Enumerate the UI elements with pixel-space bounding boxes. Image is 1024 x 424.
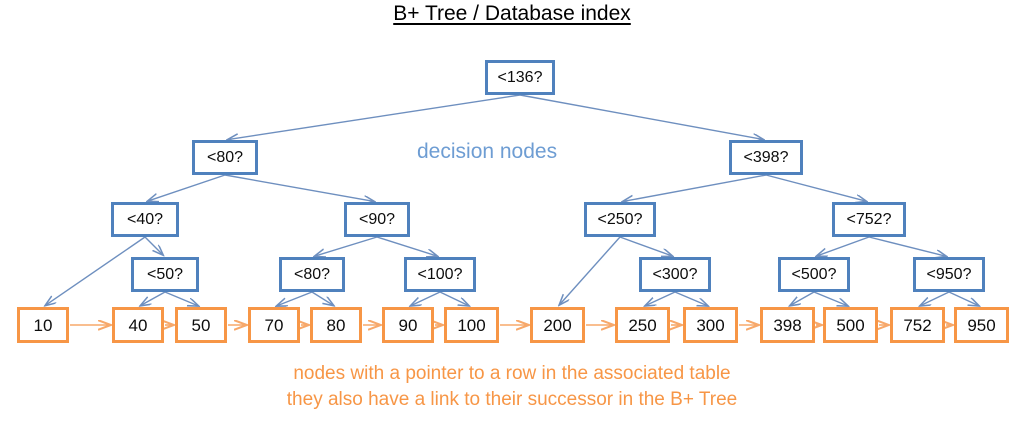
edge-n500-to-l500 xyxy=(813,291,848,306)
leaf-node-l500[interactable]: 500 xyxy=(823,307,878,343)
decision-node-n100[interactable]: <100? xyxy=(404,257,476,292)
edge-n250-to-n300 xyxy=(619,236,672,256)
decision-nodes-label: decision nodes xyxy=(417,140,558,163)
edge-n90-to-n100 xyxy=(376,236,437,256)
leaf-node-label: 950 xyxy=(967,315,996,335)
leaf-node-l40[interactable]: 40 xyxy=(112,307,164,343)
edge-n300-to-l300 xyxy=(674,291,708,306)
decision-node-n300[interactable]: <300? xyxy=(639,257,711,292)
decision-node-label: <300? xyxy=(652,265,698,283)
edge-n40-to-n50 xyxy=(144,236,163,255)
edge-n50-to-l50 xyxy=(164,291,198,306)
leaf-node-label: 200 xyxy=(543,315,572,335)
edge-n80a-to-n40 xyxy=(148,174,226,201)
leaf-node-l200[interactable]: 200 xyxy=(530,307,585,343)
edge-n100-to-l100 xyxy=(439,291,469,306)
edge-n90-to-n80b xyxy=(315,236,378,256)
decision-node-n500[interactable]: <500? xyxy=(778,257,850,292)
leaf-node-l70[interactable]: 70 xyxy=(248,307,300,343)
decision-node-label: <50? xyxy=(146,265,184,283)
leaf-node-l100[interactable]: 100 xyxy=(444,307,499,343)
edge-n50-to-l40 xyxy=(141,291,166,306)
leaf-node-l398[interactable]: 398 xyxy=(760,307,815,343)
leaf-node-label: 250 xyxy=(628,315,657,335)
leaf-node-label: 10 xyxy=(33,315,53,335)
edge-n80b-to-l70 xyxy=(277,291,313,306)
leaf-node-label: 40 xyxy=(128,315,148,335)
leaf-node-label: 500 xyxy=(836,315,865,335)
leaf-node-label: 90 xyxy=(398,315,418,335)
leaf-node-l50[interactable]: 50 xyxy=(175,307,227,343)
decision-node-n398[interactable]: <398? xyxy=(729,140,803,175)
edge-n950-to-l752 xyxy=(920,291,950,306)
edge-n752-to-n500 xyxy=(817,236,870,256)
decision-node-label: <950? xyxy=(926,265,972,283)
leaf-node-label: 80 xyxy=(326,315,346,335)
leaf-node-l752[interactable]: 752 xyxy=(890,307,945,343)
leaf-node-label: 752 xyxy=(903,315,932,335)
caption-line-1: nodes with a pointer to a row in the ass… xyxy=(293,363,731,384)
edge-n80a-to-n90 xyxy=(224,174,374,201)
edge-n950-to-l950 xyxy=(948,291,979,306)
decision-node-label: <40? xyxy=(126,210,164,228)
edge-n300-to-l250 xyxy=(645,291,676,306)
leaf-node-label: 50 xyxy=(191,315,211,335)
leaf-node-l90[interactable]: 90 xyxy=(382,307,434,343)
decision-node-n80b[interactable]: <80? xyxy=(279,257,345,292)
decision-node-n950[interactable]: <950? xyxy=(913,257,985,292)
leaf-node-l250[interactable]: 250 xyxy=(615,307,670,343)
edge-n100-to-l90 xyxy=(411,291,441,306)
edge-n398-to-n250 xyxy=(623,174,767,201)
leaf-node-label: 300 xyxy=(696,315,725,335)
leaf-node-label: 70 xyxy=(264,315,284,335)
edge-n136-to-n80a xyxy=(228,94,521,140)
decision-node-label: <250? xyxy=(597,210,643,228)
leaf-node-l950[interactable]: 950 xyxy=(954,307,1009,343)
leaf-node-l10[interactable]: 10 xyxy=(17,307,69,343)
decision-node-label: <80? xyxy=(293,265,331,283)
decision-node-label: <136? xyxy=(497,68,543,86)
edge-n80b-to-l80 xyxy=(311,291,333,305)
decision-node-n50[interactable]: <50? xyxy=(131,257,199,292)
decision-node-n752[interactable]: <752? xyxy=(832,202,906,237)
decision-node-label: <80? xyxy=(206,148,244,166)
decision-node-label: <100? xyxy=(417,265,463,283)
decision-node-n136[interactable]: <136? xyxy=(485,60,555,95)
edge-n136-to-n398 xyxy=(519,94,763,139)
leaf-node-label: 100 xyxy=(457,315,486,335)
leaf-node-l300[interactable]: 300 xyxy=(683,307,738,343)
caption-line-2: they also have a link to their successor… xyxy=(286,389,738,410)
decision-node-n90[interactable]: <90? xyxy=(344,202,410,237)
decision-node-n40[interactable]: <40? xyxy=(111,202,179,237)
edge-n398-to-n752 xyxy=(765,174,866,201)
leaf-node-label: 398 xyxy=(773,315,802,335)
decision-node-label: <752? xyxy=(846,210,892,228)
decision-node-n250[interactable]: <250? xyxy=(584,202,656,237)
decision-node-n80a[interactable]: <80? xyxy=(192,140,258,175)
decision-node-label: <398? xyxy=(743,148,789,166)
page-title: B+ Tree / Database index xyxy=(393,2,631,25)
edge-n752-to-n950 xyxy=(868,236,946,256)
edge-n500-to-l398 xyxy=(790,291,815,306)
leaf-node-l80[interactable]: 80 xyxy=(310,307,362,343)
edge-n250-to-l200 xyxy=(559,236,621,305)
decision-node-label: <90? xyxy=(358,210,396,228)
decision-node-label: <500? xyxy=(791,265,837,283)
